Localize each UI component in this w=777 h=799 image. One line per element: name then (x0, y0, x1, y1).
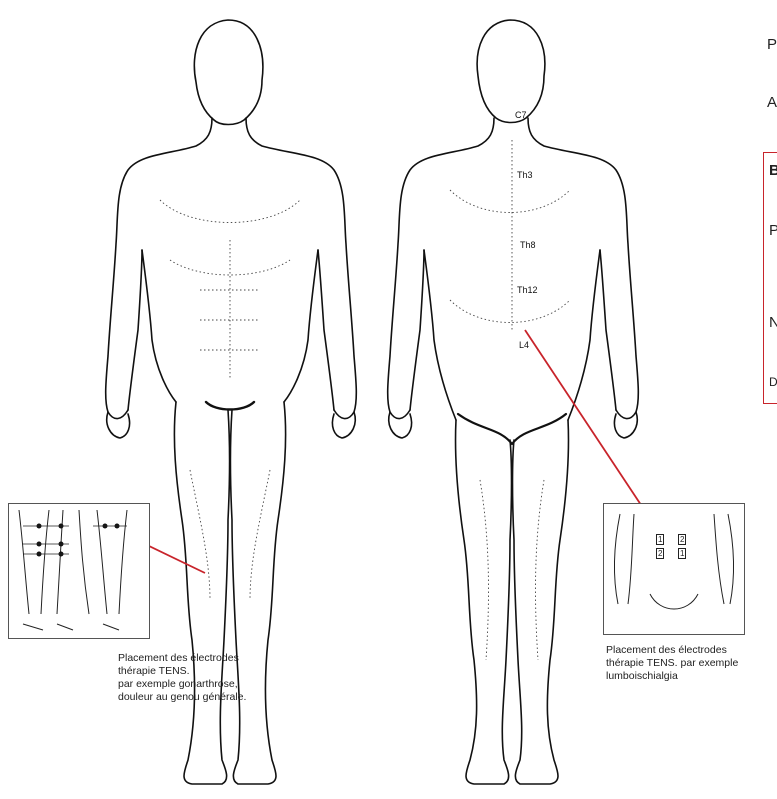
lumbar-electrode-inset: 1 2 2 1 (603, 503, 745, 635)
spine-label-th3: Th3 (517, 170, 533, 180)
marker-2-bottom: 2 (656, 548, 664, 559)
caption-lumbar: Placement des électrodes thérapie TENS. … (606, 644, 777, 683)
side-box-line-2: N (769, 314, 777, 331)
marker-1-top: 1 (656, 534, 664, 545)
caption-lumbar-line-3: lumboischialgia (606, 670, 777, 683)
side-text-line-1: P (767, 36, 777, 53)
caption-knee-line-4: douleur au genou générale. (118, 691, 318, 704)
caption-knee-line-2: thérapie TENS. (118, 665, 318, 678)
marker-2-top: 2 (678, 534, 686, 545)
lumbar-inset-illustration (604, 504, 744, 634)
side-box-line-3: D (769, 375, 777, 389)
caption-knee: Placement des électrodes thérapie TENS. … (118, 652, 318, 704)
spine-label-l4: L4 (519, 340, 529, 350)
side-box-title: B (769, 162, 777, 179)
spine-label-th12: Th12 (517, 285, 538, 295)
side-box-line-1: P (769, 222, 777, 239)
caption-lumbar-line-2: thérapie TENS. par exemple (606, 657, 777, 670)
side-info-box (763, 152, 777, 404)
caption-lumbar-line-1: Placement des électrodes (606, 644, 777, 657)
spine-label-th8: Th8 (520, 240, 536, 250)
side-text-line-2: A (767, 94, 777, 111)
back-body-outline (388, 20, 639, 784)
caption-knee-line-1: Placement des électrodes (118, 652, 318, 665)
marker-1-bottom: 1 (678, 548, 686, 559)
caption-knee-line-3: par exemple gonarthrose, (118, 678, 318, 691)
spine-label-c7: C7 (515, 110, 527, 120)
knee-inset-illustration (9, 504, 149, 638)
knee-electrode-inset (8, 503, 150, 639)
